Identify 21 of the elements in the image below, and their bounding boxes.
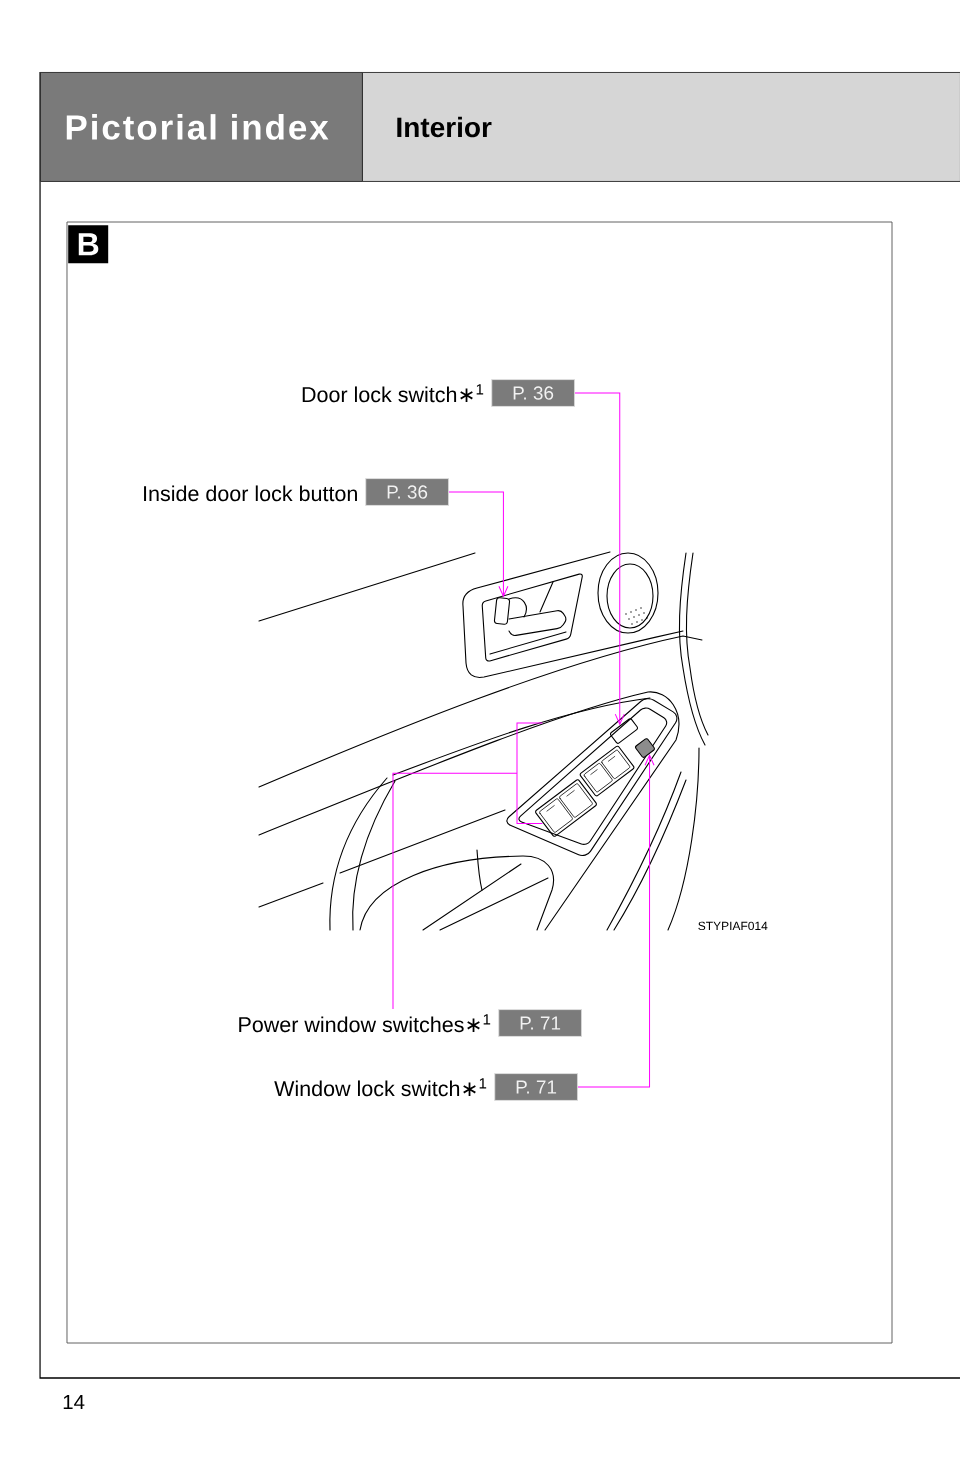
header-tab: Pictorial index (40, 72, 363, 182)
bracket (516, 722, 543, 824)
header-tab: Interior (362, 72, 960, 182)
switch-button (635, 738, 655, 758)
part-label: Door lock switch∗$^{1}$ (302, 384, 484, 403)
part-label: Window lock switch∗$^{1}$ (274, 1078, 487, 1097)
part-label: Power window switches∗$^{1}$ (239, 1014, 491, 1033)
leader-line (574, 392, 625, 725)
leader-line (392, 772, 518, 1010)
section-badge: B (68, 225, 109, 264)
page-reference-box: P. 36 (365, 478, 450, 506)
figure-code: STYPIAF014 (698, 921, 768, 931)
lock-knob (493, 597, 511, 625)
leader-line (448, 491, 509, 597)
page-reference-box: P. 71 (498, 1009, 583, 1037)
part-label: Inside door lock button (144, 485, 357, 502)
switch-button (609, 718, 639, 744)
page-number: 14 (63, 1394, 85, 1409)
page-reference-box: P. 71 (494, 1073, 579, 1101)
page-reference-box: P. 36 (491, 379, 576, 407)
leader-line (577, 754, 655, 1088)
